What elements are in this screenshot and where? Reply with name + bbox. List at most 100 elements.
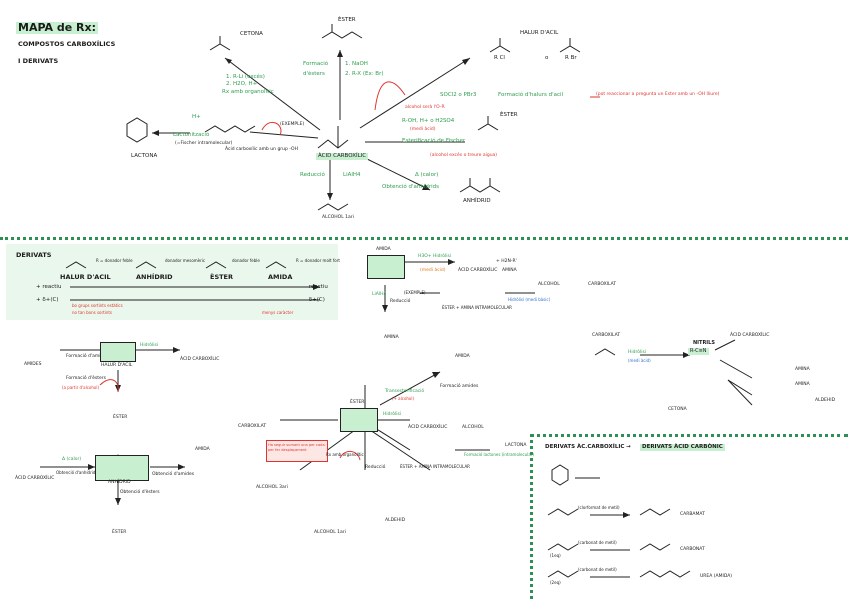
ester-alcohol-3ari: ALCOHOL 3ari [256, 485, 288, 490]
halur-esters: Formació d'èsters [66, 376, 106, 381]
amida-ester-amina: ÈSTER + AMINA INTRAMOLECULAR [442, 305, 512, 310]
halur-amides-label: AMIDES [24, 362, 42, 367]
reactivity-note-c: menys caràcter [262, 310, 294, 315]
reactivity-less: - reactiu [305, 284, 328, 290]
ester2-label: ÈSTER [500, 112, 518, 118]
nitril-aldehid: ALDEHID [815, 398, 836, 403]
ester-amida-label: AMIDA [455, 354, 470, 359]
amida-label: AMIDA [376, 247, 391, 252]
ester-hydrolysis: Hidròlisi [383, 412, 402, 417]
derivats-row-2-label: (carbonat de metil) [578, 540, 617, 545]
ester-formacio: Formació [303, 61, 329, 67]
nitril-amina: AMINA [795, 367, 810, 372]
reduccio-label: Reducció [300, 172, 325, 178]
fischer-sub: (medi àcid) [410, 127, 436, 132]
halur-box [100, 342, 136, 362]
amida-box [367, 255, 405, 279]
amida-hydrolysis-sub: (medi àcid) [420, 268, 446, 273]
anh-calor: Δ (calor) [62, 457, 82, 462]
center-acid-label: ÀCID CARBOXÍLIC [316, 153, 369, 160]
amida-product-acid: ÀCID CARBOXÍLIC [458, 268, 498, 273]
derivats-title-left: DERIVATS ÀC.CARBOXÍLIC [545, 444, 625, 450]
derivats-row-3-label: (carbonat de metil) [578, 567, 617, 572]
anhidr-label: ANHÍDRID [463, 198, 491, 204]
section-label: I DERIVATS [18, 57, 59, 65]
reactivity-item-anhidrid: ANHÍDRID [136, 273, 173, 281]
derivats-title-right: DERIVATS ÀCID CARBÒNIC [640, 444, 725, 451]
fischer-title: Esterificació de Fischer [402, 138, 466, 144]
lacton-source: Àcid carboxílic amb un grup -OH [225, 147, 298, 152]
ester-box [340, 408, 378, 432]
amida-example: (EXEMPLE) [404, 290, 426, 295]
lacton-h: H+ [192, 114, 201, 120]
derivats-arrow: → [626, 444, 631, 450]
amida-product-amina: AMINA [502, 268, 517, 273]
amida-carboxilat: CARBOXILAT [588, 282, 617, 287]
nitril-acid: ÀCID CARBOXÍLIC [730, 333, 770, 338]
panel-border-top [530, 434, 848, 437]
halur-formula-right: R Br [565, 55, 577, 61]
page-title: MAPA de Rx: [16, 21, 98, 34]
amida-reduccio: Reducció [390, 299, 411, 304]
anh-anhidrid-label: ANHÍDRID [108, 480, 131, 485]
panel-border-left [530, 434, 533, 599]
reduccio-reagent: LiAlH4 [343, 172, 361, 178]
nitril-hidrolisi-sub: (medi àcid) [628, 358, 651, 363]
halur-acil-label: HALUR D'ACIL [101, 363, 133, 368]
nitril-carboxilat: CARBOXILAT [592, 333, 621, 338]
lactona-label: LACTONA [131, 153, 158, 159]
ester-formacio-amides: Formació amides [440, 384, 479, 389]
amida-basic-hyd: Hidròlisi (medi bàsic) [508, 297, 551, 302]
nitril-formula: R-C≡N [688, 348, 709, 355]
ester-carboxilat: CARBOXILAT [238, 424, 267, 429]
ester-transesterif-sub: (+ alcohol) [392, 396, 415, 401]
halur-text: Formació d'halurs d'acil [498, 92, 564, 98]
ester-alcohol-label: ALCOHOL [462, 425, 484, 430]
cetona-step-2: 2. H2O, H+ [226, 81, 258, 87]
anh-acid-label: ÀCID CARBOXÍLIC [15, 476, 55, 481]
reactivity-item-amida: AMIDA [268, 273, 293, 281]
anh-ester-label: ÈSTER [112, 530, 127, 535]
reactivity-item-halur: HALUR D'ACIL [60, 273, 111, 281]
reactivity-delta-minus: - δ+(C) [305, 297, 325, 303]
derivats-row-1-product: CARBAMAT [680, 512, 705, 517]
nitril-cetona: CETONA [668, 407, 687, 412]
lacton-example: (EXEMPLE) [280, 122, 305, 127]
reactivity-note-3: donador feble [232, 258, 260, 263]
ester-alcohol-1ari: ALCOHOL 1ari [314, 530, 346, 535]
amida-alcohol: ALCOHOL [538, 282, 560, 287]
ester-warning-text: Ha seguir sumant una per cada per fer de… [268, 443, 325, 452]
reactivity-derivats-label: DERIVATS [16, 251, 52, 259]
ester-warning-box [266, 440, 328, 462]
ester-aldehid: ALDEHID [385, 518, 406, 523]
fischer-reagents: R-OH, H+ o H2SO4 [402, 118, 455, 124]
page-subtitle: COMPOSTOS CARBOXÍLICS [18, 40, 116, 48]
halur-note: (a partir d'alcohol) [62, 385, 100, 390]
anhidr-text: Obtenció d'anhídrids [382, 184, 440, 190]
halur-reagent: SOCl2 o PBr3 [440, 92, 477, 98]
halur-hidrolisi: Hidròlisi [140, 343, 159, 348]
halur-or: o [545, 55, 549, 61]
reactivity-delta-plus: + δ+(C) [36, 297, 59, 303]
cetona-step-1: 1. R-Li (excés) [226, 74, 265, 80]
ester-top-label: ÈSTER [338, 17, 356, 23]
cetona-label: CETONA [240, 31, 263, 37]
fischer-note: (alcohol excés o treure aigua) [430, 153, 498, 158]
amida-hydrolysis: H3O+ Hidròlisi [418, 254, 452, 259]
halur-formula-left: R Cl [494, 55, 505, 61]
reactivity-note-4: R = donador molt fort [296, 258, 340, 263]
anhidr-reagent: Δ (calor) [415, 172, 439, 178]
derivats-eq-1: (1eq) [550, 553, 561, 558]
ester-transesterif: Transesterificació [385, 389, 425, 394]
lacton-text: Lactonització [173, 132, 210, 138]
reactivity-note-1: R = donador feble [96, 258, 133, 263]
halur-acid-label: ÀCID CARBOXÍLIC [180, 357, 220, 362]
ester-step-1: 1. NaOH [345, 61, 368, 67]
amida-product-amine: + H2N-R' [496, 259, 517, 264]
reactivity-panel [6, 244, 338, 320]
reactivity-note-a: bo grups sortints estàtics [72, 303, 123, 308]
amida-lialh4: LiAlH4 [372, 292, 387, 297]
alcohol-1ari-label: ALCOHOL 1ari [322, 215, 354, 220]
anhidrid-box [95, 455, 149, 481]
